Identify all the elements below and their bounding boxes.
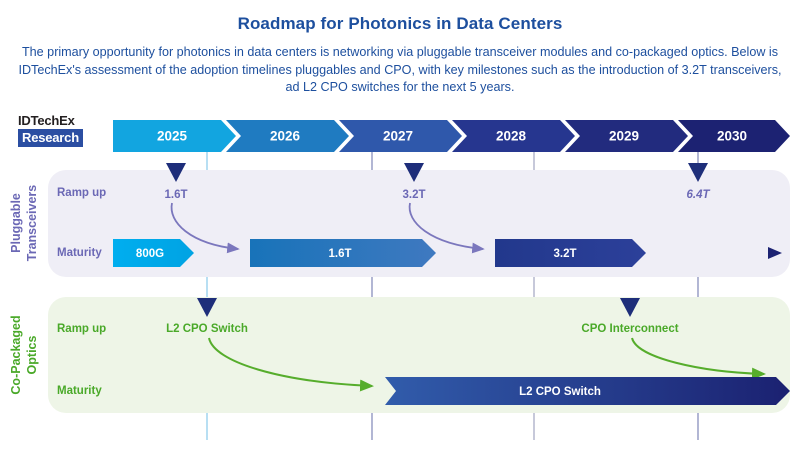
- bar-label-3-2t: 3.2T: [553, 248, 576, 260]
- group-label-pluggable-line2: Transceivers: [25, 185, 39, 261]
- logo-wordmark: IDTechEx: [18, 113, 75, 128]
- cpo-curve-interconnect: [631, 337, 766, 380]
- cpo-curve-l2-switch: [208, 337, 374, 392]
- year-chevron-2026[interactable]: [226, 120, 349, 152]
- year-chevron-2029[interactable]: [565, 120, 688, 152]
- year-chevron-2025[interactable]: [113, 120, 236, 152]
- group-label-pluggable-line1: Pluggable: [9, 193, 23, 253]
- page-description: The primary opportunity for photonics in…: [18, 45, 782, 94]
- bar-label-l2-cpo-switch: L2 CPO Switch: [519, 386, 601, 398]
- milestone-label-l2-cpo-switch: L2 CPO Switch: [166, 323, 248, 335]
- year-label-2025: 2025: [157, 129, 188, 144]
- year-timeline: 2025 2026 2027 2028 2029 2030: [113, 120, 790, 152]
- milestone-label-1-6t: 1.6T: [164, 189, 187, 201]
- bar-3-2t[interactable]: [495, 239, 646, 267]
- co-packaged-optics-section: Co-Packaged Optics Ramp up Maturity L2 C…: [9, 297, 790, 413]
- year-label-2029: 2029: [609, 129, 639, 144]
- year-label-2028: 2028: [496, 129, 527, 144]
- bar-800g[interactable]: [113, 239, 194, 267]
- milestone-label-cpo-interconnect: CPO Interconnect: [581, 323, 678, 335]
- lane-label-cpo-maturity: Maturity: [57, 385, 102, 397]
- year-chevron-2027[interactable]: [339, 120, 462, 152]
- year-label-2027: 2027: [383, 129, 413, 144]
- bar-l2-cpo-switch[interactable]: [385, 377, 790, 405]
- year-chevron-2028[interactable]: [452, 120, 575, 152]
- lane-label-pluggable-maturity: Maturity: [57, 247, 102, 259]
- milestone-marker-l2-cpo-switch[interactable]: [197, 298, 217, 317]
- idtechex-logo: IDTechEx Research: [18, 114, 108, 147]
- bar-label-800g: 800G: [136, 248, 164, 260]
- logo-research-badge: Research: [18, 129, 83, 147]
- milestone-curve-3-2t: [408, 202, 485, 254]
- milestone-marker-1-6t[interactable]: [166, 163, 186, 182]
- bar-label-1-6t: 1.6T: [328, 248, 351, 260]
- group-label-cpo-line2: Optics: [25, 336, 39, 375]
- lane-label-cpo-rampup: Ramp up: [57, 323, 106, 335]
- bar-1-6t[interactable]: [250, 239, 436, 267]
- milestone-curve-1-6t: [170, 202, 240, 254]
- page-title: Roadmap for Photonics in Data Centers: [237, 14, 563, 33]
- group-label-cpo-line1: Co-Packaged: [9, 315, 23, 394]
- milestone-marker-cpo-interconnect[interactable]: [620, 298, 640, 317]
- year-label-2026: 2026: [270, 129, 301, 144]
- milestone-marker-3-2t[interactable]: [404, 163, 424, 182]
- year-label-2030: 2030: [717, 129, 747, 144]
- milestone-marker-6-4t[interactable]: [688, 163, 708, 182]
- milestone-label-6-4t: 6.4T: [686, 189, 710, 201]
- year-chevron-2030[interactable]: [678, 120, 790, 152]
- milestone-label-3-2t: 3.2T: [402, 189, 425, 201]
- pluggable-transceivers-section: Pluggable Transceivers Ramp up Maturity …: [9, 163, 790, 277]
- lane-label-pluggable-rampup: Ramp up: [57, 187, 106, 199]
